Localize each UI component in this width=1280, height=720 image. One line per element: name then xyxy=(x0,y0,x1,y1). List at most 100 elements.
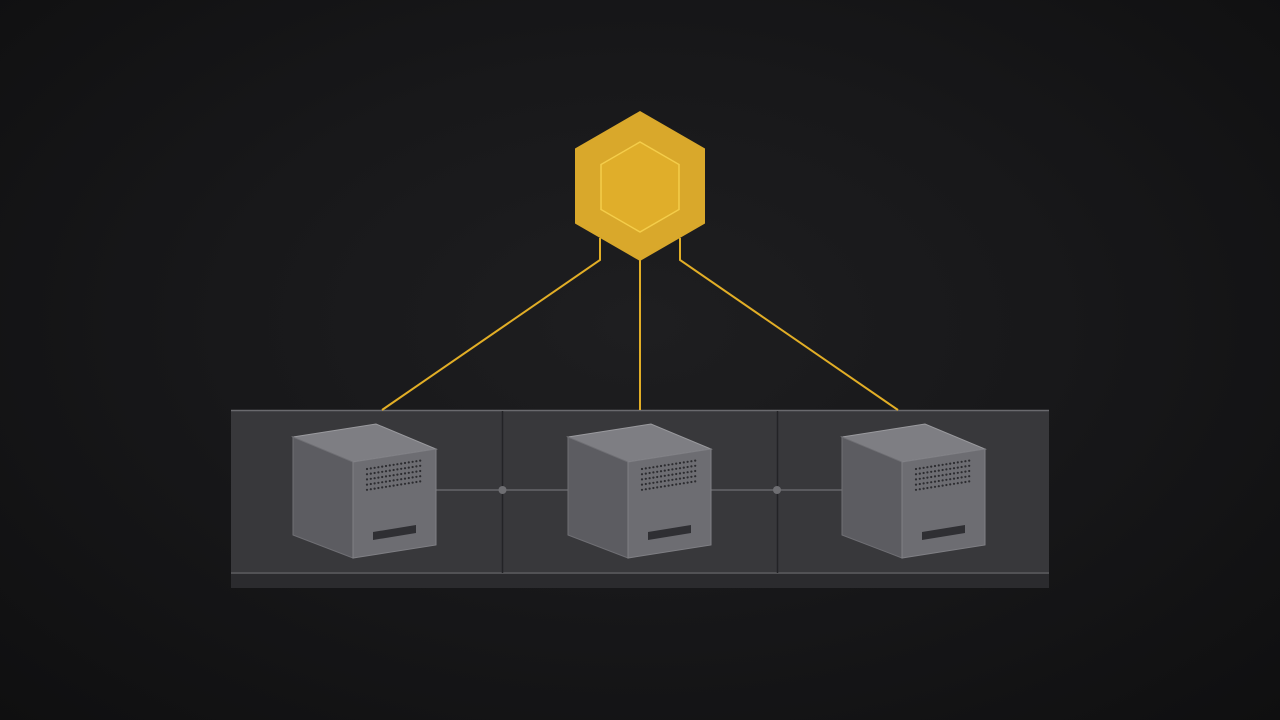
vent-hole xyxy=(365,483,369,486)
vent-hole xyxy=(952,477,956,480)
vent-hole xyxy=(400,462,403,465)
vent-hole xyxy=(678,472,682,475)
vent-hole xyxy=(686,471,689,474)
vent-hole xyxy=(964,465,967,468)
vent-hole xyxy=(419,469,422,473)
vent-hole xyxy=(373,471,376,475)
server-cube-icon xyxy=(566,423,713,559)
vent-hole xyxy=(937,464,940,467)
vent-hole xyxy=(377,476,380,479)
vent-hole xyxy=(922,466,925,469)
vent-hole xyxy=(407,471,410,474)
vent-hole xyxy=(369,467,372,470)
vent-hole xyxy=(640,473,644,476)
vent-hole xyxy=(964,470,967,473)
vent-hole xyxy=(941,479,944,482)
vent-hole xyxy=(656,465,659,468)
drive-slot xyxy=(373,525,416,540)
vent-hole xyxy=(365,478,369,481)
vent-hole xyxy=(937,474,940,477)
vent-hole xyxy=(388,469,391,472)
vent-hole xyxy=(663,464,666,467)
vent-hole xyxy=(956,471,959,474)
vent-hole xyxy=(644,482,647,486)
vent-hole xyxy=(949,472,952,476)
vent-hole xyxy=(656,470,659,473)
vent-hole xyxy=(403,461,407,465)
vent-hole xyxy=(656,481,659,484)
vent-hole xyxy=(652,481,655,484)
vent-hole xyxy=(690,465,693,468)
vent-hole xyxy=(369,477,372,480)
vent-hole xyxy=(914,473,918,476)
vent-hole xyxy=(656,475,659,479)
vent-hole xyxy=(403,482,407,485)
vent-hole xyxy=(930,475,933,479)
vent-hole xyxy=(392,468,395,472)
vent-hole xyxy=(694,459,697,462)
vent-hole xyxy=(648,477,651,480)
vent-hole xyxy=(419,459,422,462)
vent-hole xyxy=(933,470,937,473)
vent-hole xyxy=(914,488,918,491)
vent-hole xyxy=(400,472,403,476)
vent-hole xyxy=(960,465,963,469)
vent-hole xyxy=(652,466,655,469)
hub-connections xyxy=(381,238,899,411)
vent-hole xyxy=(381,486,384,489)
vent-hole xyxy=(914,478,918,481)
vent-hole xyxy=(941,474,944,477)
vent-hole xyxy=(956,476,959,480)
vent-hole xyxy=(648,487,651,490)
vent-hole xyxy=(690,460,693,463)
vent-hole xyxy=(949,478,952,481)
vent-hole xyxy=(384,470,388,473)
vent-hole xyxy=(918,488,921,491)
vent-hole xyxy=(922,487,925,490)
vent-hole xyxy=(652,486,655,490)
vent-hole xyxy=(926,471,929,474)
vent-hole xyxy=(640,467,644,471)
vent-hole xyxy=(930,481,933,484)
vent-hole xyxy=(926,466,929,469)
vent-hole xyxy=(667,463,670,466)
vent-hole xyxy=(671,468,674,471)
link-node-2 xyxy=(773,486,781,494)
vent-hole xyxy=(671,463,674,466)
vent-hole xyxy=(377,466,380,469)
vent-hole xyxy=(373,482,376,485)
vent-hole xyxy=(644,472,647,475)
vent-hole xyxy=(675,472,678,476)
vent-hole xyxy=(922,482,925,485)
vent-hole xyxy=(373,487,376,490)
vent-grid xyxy=(640,459,697,491)
vent-hole xyxy=(937,485,940,488)
vent-hole xyxy=(956,466,959,469)
vent-hole xyxy=(392,484,395,487)
vent-hole xyxy=(686,460,689,463)
vent-grid xyxy=(365,459,422,491)
vent-hole xyxy=(419,475,422,478)
vent-hole xyxy=(964,475,967,478)
vent-hole xyxy=(415,470,418,473)
hexagon-icon xyxy=(575,111,705,261)
vent-hole xyxy=(419,464,422,467)
hub-line-left xyxy=(381,238,601,411)
vent-hole xyxy=(381,481,384,484)
vent-hole xyxy=(960,476,963,479)
vent-hole xyxy=(419,480,422,483)
vent-hole xyxy=(968,459,971,462)
vent-hole xyxy=(411,471,414,474)
vent-hole xyxy=(960,460,963,463)
vent-hole xyxy=(392,474,395,477)
vent-hole xyxy=(690,470,693,473)
vent-hole xyxy=(914,483,918,486)
vent-hole xyxy=(644,488,647,491)
vent-hole xyxy=(659,480,663,483)
vent-hole xyxy=(373,477,376,480)
vent-hole xyxy=(945,463,948,466)
vent-hole xyxy=(400,467,403,470)
vent-hole xyxy=(956,461,959,464)
vent-hole xyxy=(415,480,418,484)
